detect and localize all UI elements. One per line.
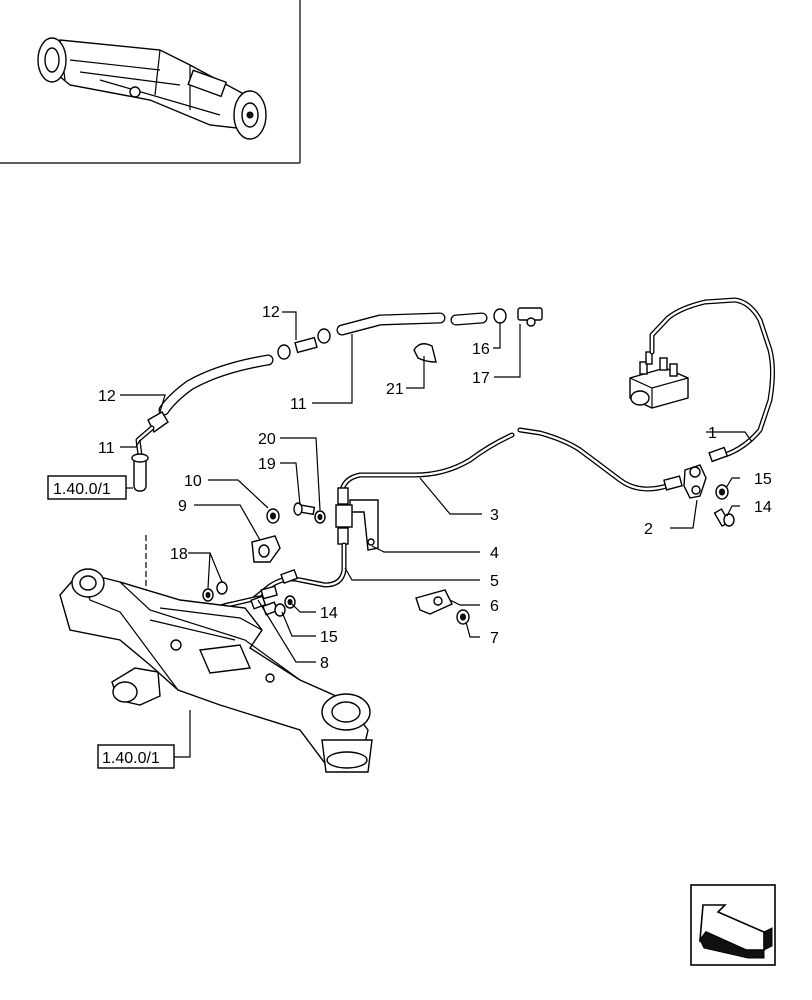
callout-21: 21	[386, 381, 404, 398]
front-axle-housing	[59, 535, 373, 773]
callout-19: 20	[258, 431, 276, 448]
callout-3: 3	[490, 507, 499, 524]
hose-clamp-13	[277, 328, 331, 360]
axle-thumbnail	[37, 37, 267, 140]
reference-box-upper[interactable]: 1.40.0/1	[47, 475, 127, 500]
washer-15-right	[715, 484, 729, 500]
thumbnail-frame	[0, 0, 301, 164]
callout-12-lower: 12	[98, 388, 116, 405]
flex-hose-5	[252, 542, 347, 601]
callout-4: 4	[490, 545, 499, 562]
brake-pipe-3	[339, 427, 683, 493]
callout-11: 11	[98, 440, 115, 457]
callout-2: 2	[644, 521, 653, 538]
leader-lines	[120, 311, 753, 758]
screw-14-right	[713, 508, 735, 528]
nut-7	[456, 609, 470, 625]
hose-clip-21	[413, 343, 437, 363]
connector-2	[683, 464, 707, 499]
screw-18	[293, 502, 316, 516]
reference-box-lower[interactable]: 1.40.0/1	[97, 744, 175, 769]
callout-9: 9	[178, 498, 187, 515]
next-page-arrow-icon[interactable]	[690, 884, 776, 966]
fasteners-14-15-left	[274, 595, 296, 617]
callout-15-left: 15	[320, 629, 338, 646]
callout-14-right: 14	[754, 499, 772, 516]
callout-6: 6	[490, 598, 499, 615]
callout-10: 10	[184, 473, 202, 490]
svg-text:1.40.0/1: 1.40.0/1	[102, 750, 160, 767]
callout-7: 7	[490, 630, 499, 647]
tee-bracket-4	[335, 487, 379, 551]
callout-20: 17	[472, 370, 490, 387]
brake-valve	[629, 351, 689, 409]
callout-5: 5	[490, 573, 499, 590]
bracket-6	[415, 589, 453, 615]
callout-1: 1	[708, 425, 717, 442]
callout-14-left: 14	[320, 605, 338, 622]
rubber-hose-12-upper	[336, 312, 488, 336]
svg-text:1.40.0/1: 1.40.0/1	[53, 481, 111, 498]
nut-10	[266, 508, 280, 524]
callout-16: 16	[472, 341, 490, 358]
callout-15-right: 15	[754, 471, 772, 488]
callout-8: 8	[320, 655, 329, 672]
callout-18: 19	[258, 456, 276, 473]
brake-pipe-1	[649, 297, 775, 463]
rubber-hose-12-lower	[158, 354, 274, 416]
fitting-11	[131, 411, 169, 492]
callout-17: 18	[170, 546, 188, 563]
hose-fitting-16-20	[493, 307, 543, 327]
washer-19	[314, 510, 326, 524]
washers-17	[202, 581, 228, 602]
callout-13: 12	[262, 304, 280, 321]
callout-12-upper: 11	[290, 396, 307, 413]
callout-labels: 12 12 11 11 10 9 18 19 20 21 16 17 1 15 …	[98, 304, 772, 672]
clamp-9	[251, 535, 281, 563]
